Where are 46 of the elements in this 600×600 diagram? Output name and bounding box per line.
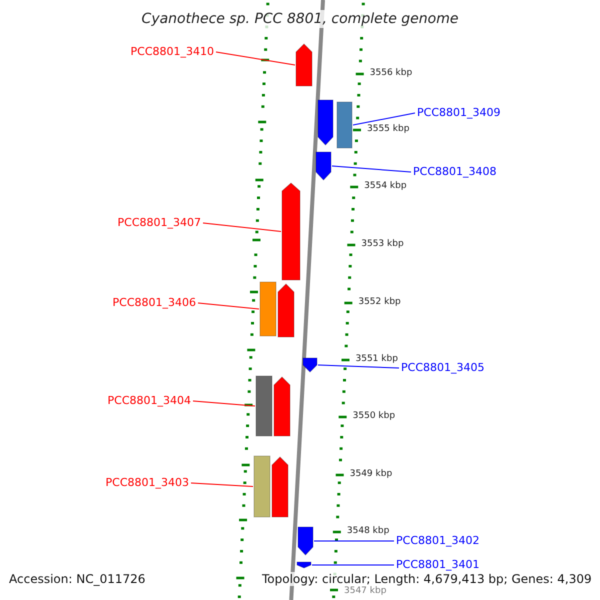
gene-label: PCC8801_3410 <box>130 46 214 57</box>
gene-label: PCC8801_3407 <box>118 217 201 228</box>
gene-label: PCC8801_3409 <box>417 107 500 118</box>
scale-label: 3554 kbp <box>364 182 407 191</box>
leader-line <box>314 540 394 542</box>
leader-line <box>318 364 400 368</box>
gene-label: PCC8801_3401 <box>396 559 480 570</box>
gene-label: PCC8801_3408 <box>413 166 496 177</box>
leader-line <box>332 166 412 172</box>
gene-feature-block <box>316 152 332 181</box>
leader-line <box>202 222 282 232</box>
gene-block <box>254 456 270 518</box>
gene-label: PCC8801_3403 <box>106 477 189 488</box>
leader-line <box>312 564 394 566</box>
gene-block <box>260 282 276 336</box>
gene-feature-block <box>278 283 294 338</box>
scale-label: 3548 kbp <box>346 527 390 536</box>
leader-line <box>198 302 260 310</box>
scale-label: 3551 kbp <box>356 355 398 364</box>
scale-label: 3552 kbp <box>358 298 401 307</box>
gene-block <box>256 376 272 436</box>
gene-feature-block <box>274 376 290 436</box>
scale-label: 3547 kbp <box>344 587 386 596</box>
genome-info-text: Topology: circular; Length: 4,679,413 bp; Genes: 4,309 <box>262 572 592 586</box>
leader-line <box>192 400 256 406</box>
gene-feature-block <box>298 526 314 556</box>
gene-feature-block <box>318 100 334 146</box>
gene-label: PCC8801_3404 <box>108 395 191 406</box>
scale-label: 3553 kbp <box>361 240 404 249</box>
gene-label: PCC8801_3402 <box>396 535 480 546</box>
gene-label: PCC8801_3405 <box>401 362 484 373</box>
scale-label: 3549 kbp <box>350 470 392 479</box>
gene-label: PCC8801_3406 <box>112 297 196 308</box>
accession-text: Accession: NC_011726 <box>9 572 146 586</box>
gene-feature-block <box>282 182 300 280</box>
gene-feature-block <box>296 43 312 86</box>
scale-label: 3555 kbp <box>367 125 410 134</box>
leader-line <box>352 112 416 126</box>
gene-feature-block <box>302 358 318 373</box>
leader-line <box>216 52 296 66</box>
scale-label: 3550 kbp <box>352 412 396 421</box>
scale-label: 3556 kbp <box>370 69 412 78</box>
gene-block <box>336 102 352 148</box>
gene-feature-block <box>272 456 288 518</box>
leader-line <box>190 482 254 487</box>
gene-feature-block <box>296 562 312 568</box>
